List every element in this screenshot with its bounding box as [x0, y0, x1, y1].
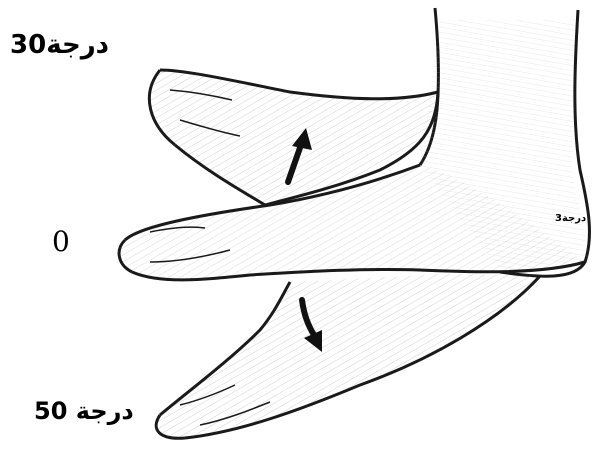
angle-label-0: 0 [52, 228, 70, 256]
angle-label-30: 30درجة [10, 32, 109, 58]
plantarflexed-foot [156, 274, 540, 438]
angle-label-50: 50 درجة [34, 399, 134, 423]
angle-label-side: 3درجة [555, 214, 586, 224]
lower-foot-body [156, 274, 540, 438]
